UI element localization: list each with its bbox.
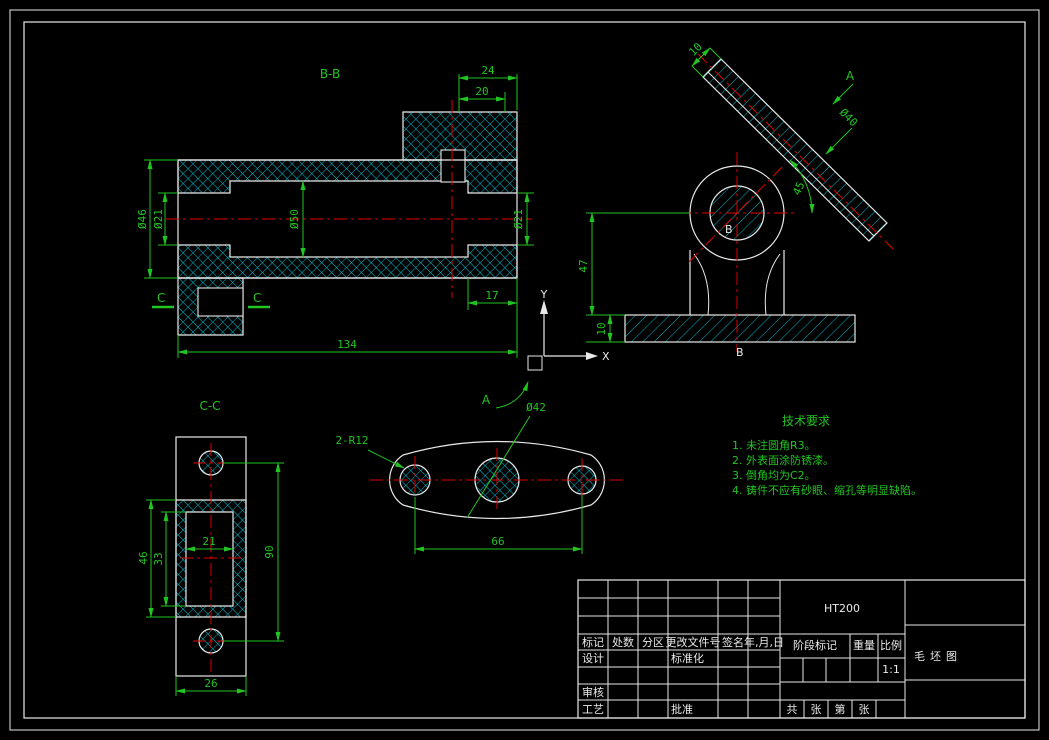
title-block: HT200 毛坯图 标记 处数 分区 更改文件号 签名 年,月,日 设计 标准化… (577, 579, 1026, 719)
view-bb: B-B 24 20 Ø46 Ø21 Ø50 Ø21 17 134 C C (136, 64, 534, 358)
ucs-x-label: X (602, 350, 610, 363)
bb-centerlines (166, 100, 532, 298)
tb-material: HT200 (824, 602, 860, 615)
tb-sheet-no: 第 (835, 702, 846, 716)
ucs-axes (543, 312, 586, 357)
view-a-label-arrow (495, 381, 529, 409)
a-extension-lines (414, 495, 583, 554)
frame-outer (9, 9, 1040, 731)
front-section-b-bottom: B (736, 346, 744, 359)
a-flange-outline (389, 440, 605, 520)
tech-item-3: 3. 倒角均为C2。 (732, 469, 816, 482)
a-centerlines (370, 448, 625, 512)
tb-weight: 重量 (853, 638, 875, 652)
front-angled-plate (702, 58, 888, 242)
cc-dim-26: 26 (204, 677, 217, 690)
cc-centerlines (180, 443, 242, 672)
front-dim-d40-leader (825, 127, 853, 155)
tb-sheet-total: 共 (787, 703, 798, 716)
tb-header-count: 处数 (612, 636, 634, 649)
drawing-frame (9, 9, 1040, 731)
bb-dim-17: 17 (485, 289, 498, 302)
tech-item-1: 1. 未注圆角R3。 (732, 438, 816, 452)
view-a: A 2-R12 Ø42 66 (335, 381, 625, 554)
bb-hatch-top-wall (177, 159, 518, 194)
tech-item-2: 2. 外表面涂防锈漆。 (732, 453, 834, 467)
tb-role-design: 设计 (582, 652, 604, 665)
a-dim-2r12: 2-R12 (335, 434, 368, 447)
tb-stage-mark: 阶段标记 (793, 638, 837, 652)
tb-header-zone: 分区 (642, 636, 664, 649)
bb-dim-134: 134 (337, 338, 357, 351)
bb-boss-bore (440, 149, 466, 183)
front-centerlines (678, 53, 894, 352)
front-angled-plate-edge (707, 71, 875, 237)
cc-dim-21: 21 (202, 535, 215, 548)
front-dim-10-base: 10 (595, 322, 608, 335)
tb-header-signature: 签名 (722, 635, 744, 649)
tb-sheet-zhang1: 张 (811, 703, 822, 716)
tb-role-process: 工艺 (582, 703, 604, 716)
front-section-b-center: B (725, 223, 733, 236)
bb-section-c-left: C (157, 291, 165, 305)
front-base-plate (624, 314, 856, 343)
front-extension-lines (586, 47, 722, 343)
front-dim-45-arc (789, 159, 815, 214)
tb-scale-value: 1:1 (882, 663, 900, 676)
frame-inner (23, 21, 1026, 719)
tb-role-standardize: 标准化 (671, 651, 704, 665)
bb-notch (197, 287, 244, 317)
bb-dim-d21-right: Ø21 (512, 209, 525, 229)
a-dim-2r12-leader (367, 449, 405, 469)
view-front: 47 10 10 45 Ø40 A B B (577, 40, 894, 359)
tech-title: 技术要求 (782, 414, 830, 428)
tech-item-4: 4. 铸件不应有砂眼、缩孔等明显缺陷。 (732, 483, 922, 497)
tb-header-change-doc: 更改文件号 (666, 635, 721, 649)
a-dim-d42: Ø42 (526, 401, 546, 414)
cc-dim-46: 46 (137, 551, 150, 564)
cc-extension-lines (146, 462, 284, 696)
front-view-a-label: A (846, 69, 855, 83)
cc-dim-33: 33 (152, 552, 165, 565)
bb-section-c-right: C (253, 291, 261, 305)
titleblock-outline (577, 579, 1026, 719)
ucs-icon: Y X (527, 288, 610, 371)
tech-requirements: 技术要求 1. 未注圆角R3。 2. 外表面涂防锈漆。 3. 倒角均为C2。 4… (732, 414, 922, 497)
front-web-curves (693, 253, 781, 316)
view-a-label: A (482, 393, 491, 407)
tb-role-review: 审核 (582, 685, 604, 699)
ucs-x-arrowhead (586, 352, 598, 360)
ucs-y-label: Y (540, 288, 548, 301)
view-cc: C-C 46 33 21 90 26 (137, 399, 284, 696)
cc-dim-90: 90 (263, 545, 276, 558)
front-dim-d40: Ø40 (837, 106, 860, 129)
bb-dim-d50: Ø50 (288, 209, 301, 229)
bb-dim-24: 24 (481, 64, 495, 77)
front-dim-10-plate-line (691, 47, 711, 67)
tb-header-date: 年,月,日 (744, 635, 784, 649)
ucs-y-arrowhead (540, 300, 548, 314)
tb-sheet-zhang2: 张 (859, 703, 870, 716)
a-dim-d42-leader (466, 415, 531, 519)
bb-dim-20: 20 (475, 85, 488, 98)
bb-dim-d46: Ø46 (136, 209, 149, 229)
ucs-origin-box (527, 355, 543, 371)
tb-scale: 比例 (880, 638, 902, 652)
view-bb-label: B-B (320, 67, 340, 81)
bb-dim-d21-left: Ø21 (152, 209, 165, 229)
bb-hatch-bottom-wall (177, 244, 518, 279)
tb-header-mark: 标记 (582, 635, 604, 649)
a-dim-66: 66 (491, 535, 504, 548)
tb-role-approve: 批准 (671, 702, 693, 716)
view-cc-label: C-C (199, 399, 220, 413)
front-dim-47: 47 (577, 259, 590, 272)
front-dim-45: 45 (790, 180, 807, 198)
front-view-a-arrow (832, 83, 854, 105)
tb-drawing-title: 毛坯图 (914, 650, 962, 663)
titleblock-horizontals (578, 597, 1025, 701)
